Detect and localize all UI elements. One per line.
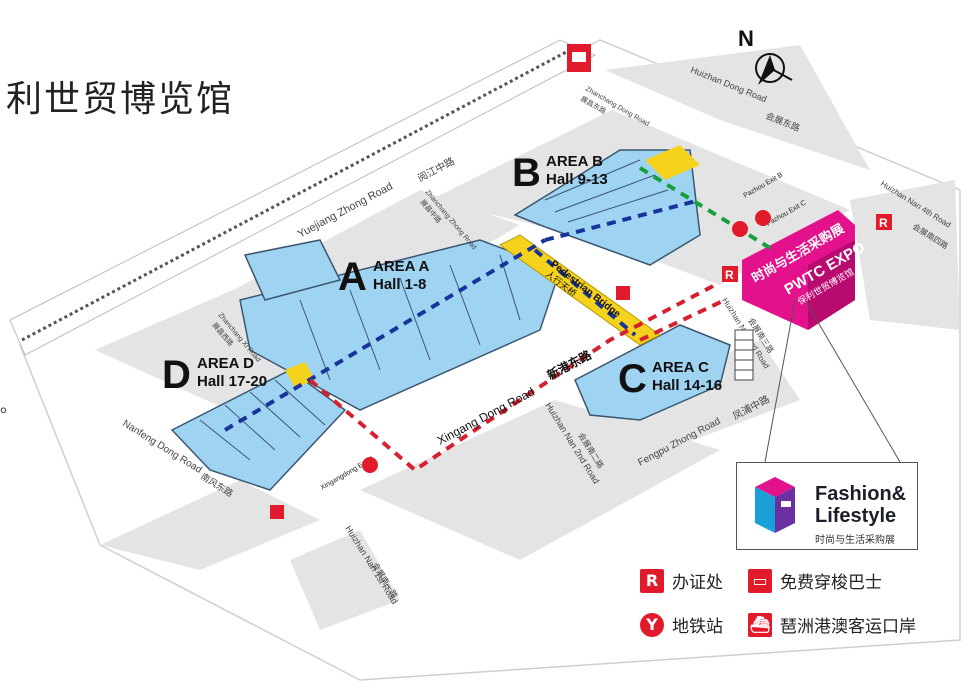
dots: 。	[0, 396, 18, 416]
svg-text:AREA A: AREA A	[373, 258, 430, 275]
svg-text:A: A	[338, 255, 367, 299]
route-blue	[223, 198, 701, 432]
svg-text:R: R	[879, 216, 888, 230]
shuttle-bus-icon	[270, 286, 630, 519]
fashion-lifestyle-logo-box: Fashion& Lifestyle 时尚与生活采购展	[736, 462, 918, 550]
hall-area-a[interactable]	[239, 239, 561, 411]
page-title: 利世贸博览馆	[6, 79, 235, 120]
svg-text:B: B	[512, 151, 541, 195]
registration-icon: R R	[722, 214, 892, 282]
svg-text:AREA B: AREA B	[546, 153, 603, 170]
legend-item-metro: Y 地铁站	[640, 612, 723, 637]
ferry-icon	[567, 44, 591, 72]
tower-building-icon	[734, 329, 754, 381]
north-label: N	[738, 26, 754, 51]
svg-text:Hall 1-8: Hall 1-8	[373, 276, 426, 293]
svg-text:AREA C: AREA C	[652, 359, 709, 376]
legend-item-registration: R 办证处	[640, 568, 723, 593]
brand-name: Fashion& Lifestyle	[815, 483, 907, 527]
compass-icon	[755, 53, 793, 85]
svg-text:Hall 17-20: Hall 17-20	[197, 373, 267, 390]
ferry-icon: ⛴	[748, 612, 772, 637]
svg-text:Hall 14-16: Hall 14-16	[652, 377, 722, 394]
metro-icon: Y	[640, 612, 664, 637]
label-area-c: C AREA C Hall 14-16	[618, 357, 722, 401]
registration-icon: R	[640, 568, 664, 593]
svg-text:AREA D: AREA D	[197, 355, 254, 372]
svg-text:D: D	[162, 353, 191, 397]
legend-item-shuttle: ▭ 免费穿梭巴士	[748, 568, 882, 593]
shuttle-bus-icon: ▭	[748, 568, 772, 593]
svg-text:Hall 9-13: Hall 9-13	[546, 171, 608, 188]
label-area-b: B AREA B Hall 9-13	[512, 151, 608, 195]
legend: R 办证处 ▭ 免费穿梭巴士 Y 地铁站 ⛴ 琶洲港澳客运口岸	[640, 568, 960, 648]
pwtc-expo-building[interactable]	[742, 210, 855, 330]
legend-item-ferry: ⛴ 琶洲港澳客运口岸	[748, 612, 916, 637]
svg-text:R: R	[725, 268, 734, 282]
hall-area-c[interactable]	[574, 324, 731, 421]
pedestrian-bridge	[285, 145, 700, 388]
hall-area-d[interactable]	[170, 369, 347, 491]
label-area-d: D AREA D Hall 17-20	[162, 353, 267, 397]
metro-icon	[362, 210, 771, 473]
label-area-a: A AREA A Hall 1-8	[338, 255, 430, 299]
fashion-lifestyle-logo-icon	[755, 477, 795, 533]
svg-text:C: C	[618, 357, 647, 401]
brand-cn: 时尚与生活采购展	[815, 535, 895, 546]
